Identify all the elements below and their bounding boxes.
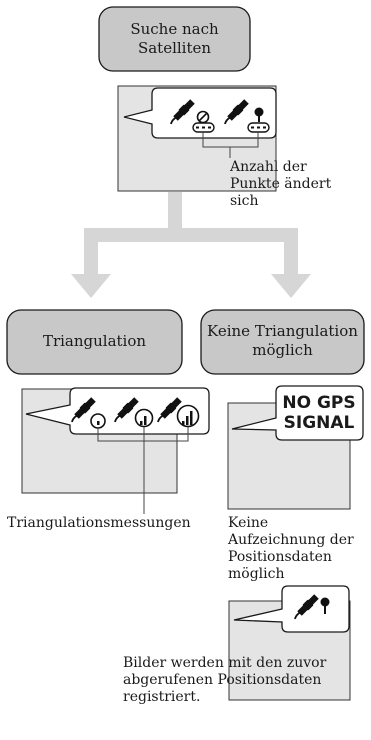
no-record-caption: Keine Aufzeichnung der Positionsdaten mö… [228, 515, 354, 582]
triangulation-box [6, 309, 183, 375]
no-triangulation-box [200, 309, 365, 375]
screen-no-gps [227, 385, 364, 510]
no-gps-signal-label: NO GPS SIGNAL [282, 393, 356, 433]
measurements-caption: Triangulationsmessungen [7, 515, 191, 531]
screen-last-position [228, 585, 351, 701]
search-box-label: Suche nach Satelliten [130, 20, 219, 57]
screen-searching [117, 85, 277, 192]
points-change-caption: Anzahl der Punkte ändert sich [230, 159, 332, 209]
satellite-strong-signal-icon [157, 396, 200, 428]
no-triangulation-box-label: Keine Triangulation möglich [207, 322, 358, 359]
triangulation-box-label: Triangulation [42, 332, 147, 350]
split-arrow [71, 192, 311, 298]
satellite-pin-icon [294, 593, 330, 620]
satellite-medium-signal-icon [114, 396, 154, 428]
registered-caption: Bilder werden mit den zuvor abgerufenen … [123, 655, 327, 705]
satellite-searching-icon [170, 98, 215, 133]
screen-triangulating [21, 387, 210, 514]
search-box [98, 6, 251, 72]
